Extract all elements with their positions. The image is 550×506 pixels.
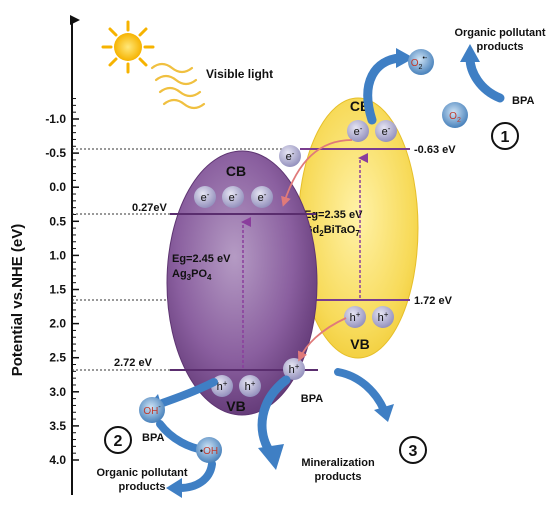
pathway1-number-badge <box>491 122 519 150</box>
ag3po4-hole: h+ <box>239 375 261 397</box>
pathway3-number: 3 <box>409 443 418 460</box>
pathway1-product-arrow <box>465 53 505 103</box>
svg-text:e-: e- <box>382 124 391 138</box>
axis-tick-label: 1.5 <box>49 283 66 297</box>
pathway1-arrowhead <box>396 48 414 68</box>
gd2bitao7-hole: h+ <box>372 306 394 328</box>
carriers: e- e- e- h+ h+ h+ e- e- e- h+ h+ <box>194 120 397 397</box>
pathway1-reactant: BPA <box>512 95 534 107</box>
svg-text:h+: h+ <box>378 310 389 324</box>
gd2bitao7-electron: e- <box>375 120 397 142</box>
visible-light-label: Visible light <box>206 67 273 81</box>
axis-tick-label: -0.5 <box>45 146 66 160</box>
pathway-2: OH- •OH 2 BPA Organic pollutant products <box>96 378 222 498</box>
axis-tick-label: 4.0 <box>49 453 66 467</box>
axis-tick-label: 3.0 <box>49 385 66 399</box>
pathway2-number: 2 <box>114 433 123 450</box>
svg-text:e-: e- <box>286 149 295 163</box>
ag3po4-cb-label: CB <box>226 163 246 179</box>
ag3po4-bandgap: Eg=2.45 eV <box>172 253 231 265</box>
svg-text:O2: O2 <box>449 111 461 124</box>
pathway1-product-line2: products <box>476 41 523 53</box>
pathway2-reactant: BPA <box>142 432 164 444</box>
svg-text:h+: h+ <box>217 379 228 393</box>
hole-transfer-arrow <box>297 317 347 362</box>
axis-tick-label: 0.0 <box>49 180 66 194</box>
axis-tick-label: 0.5 <box>49 214 66 228</box>
gd2bitao7-electron: e- <box>347 120 369 142</box>
gd2bitao7-bandgap: Eg=2.35 eV <box>304 209 363 221</box>
pathway-1: O2•- O2 Organic pollutant products BPA 1 <box>363 27 546 150</box>
axis-tick-label: 1.0 <box>49 248 66 262</box>
svg-text:e-: e- <box>201 190 210 204</box>
light-rays-icon <box>150 62 206 110</box>
transferred-hole: h+ <box>283 358 305 380</box>
svg-text:O2•-: O2•- <box>411 55 428 71</box>
svg-text:OH-: OH- <box>143 404 161 417</box>
gd2bitao7-hole: h+ <box>344 306 366 328</box>
pathway3-reactant: BPA <box>301 393 323 405</box>
pathway1-number: 1 <box>501 129 510 146</box>
pathway1-curve-arrow <box>363 53 405 125</box>
axis-tick-label: 3.5 <box>49 419 66 433</box>
oxygen-molecule: O2 <box>442 102 468 128</box>
ag3po4-electron: e- <box>251 186 273 208</box>
svg-text:e-: e- <box>354 124 363 138</box>
pathway2-number-badge <box>104 426 132 454</box>
pathway3-number-badge <box>399 436 427 464</box>
ag3po4-vb-value: 2.72 eV <box>114 357 153 369</box>
ag3po4-cb-value: 0.27eV <box>132 202 168 214</box>
pathway3-product-line1: Mineralization <box>301 457 375 469</box>
pathway3-arrowhead <box>258 444 284 470</box>
superoxide-radical: O2•- <box>408 49 434 75</box>
pathway3-bpa-arrowhead <box>374 404 394 422</box>
pathway3-product-line2: products <box>314 471 361 483</box>
pathway1-product-arrowhead <box>460 44 480 62</box>
axis-tick-label: 2.5 <box>49 351 66 365</box>
pathway2-product-arrowhead <box>166 478 182 498</box>
ag3po4-electron: e- <box>194 186 216 208</box>
pathway3-bpa-arrow <box>334 368 388 414</box>
electron-transfer-arrow <box>281 139 353 207</box>
potential-axis: -1.0 -0.5 0.0 0.5 1.0 1.5 2.0 2.5 3.0 3.5 4.0 Pote… <box>9 15 80 495</box>
axis-tick-label: -1.0 <box>45 112 66 126</box>
svg-text:h+: h+ <box>289 362 300 376</box>
gd2bitao7-vb-label: VB <box>350 336 369 352</box>
ag3po4-formula: Ag3PO4 <box>172 268 212 282</box>
charge-transfer-arrows <box>281 139 353 362</box>
transferred-electron: e- <box>279 145 301 167</box>
sun-icon <box>101 20 155 74</box>
pathway2-product-line1: Organic pollutant <box>96 467 187 479</box>
svg-text:h+: h+ <box>245 379 256 393</box>
gd2bitao7-semiconductor: CB VB Eg=2.35 eV Gd2BiTaO7 -0.63 eV 1.72… <box>297 97 456 359</box>
gd2bitao7-cb-value: -0.63 eV <box>414 144 456 156</box>
svg-text:h+: h+ <box>350 310 361 324</box>
pathway2-product-line2: products <box>118 481 165 493</box>
ag3po4-vb-label: VB <box>226 398 245 414</box>
ag3po4-electron: e- <box>222 186 244 208</box>
svg-text:e-: e- <box>258 190 267 204</box>
axis-tick-label: 2.0 <box>49 317 66 331</box>
gd2bitao7-vb-value: 1.72 eV <box>414 295 453 307</box>
svg-text:e-: e- <box>229 190 238 204</box>
svg-text:•OH: •OH <box>200 446 218 457</box>
pathway-3: BPA Mineralization products 3 <box>257 368 427 483</box>
pathway3-curve-arrow <box>257 375 291 457</box>
pathway1-product-line1: Organic pollutant <box>454 27 545 39</box>
ag3po4-semiconductor: CB VB Eg=2.45 eV Ag3PO4 0.27eV 2.72 eV <box>114 150 318 416</box>
hydroxyl-ion: OH- <box>139 397 165 423</box>
pathway2-product-arrow <box>176 460 216 492</box>
axis-ticks: -1.0 -0.5 0.0 0.5 1.0 1.5 2.0 2.5 3.0 3.5 4.0 <box>45 98 79 467</box>
axis-label: Potential vs.NHE (eV) <box>9 224 26 377</box>
hydroxyl-radical: •OH <box>196 437 222 463</box>
